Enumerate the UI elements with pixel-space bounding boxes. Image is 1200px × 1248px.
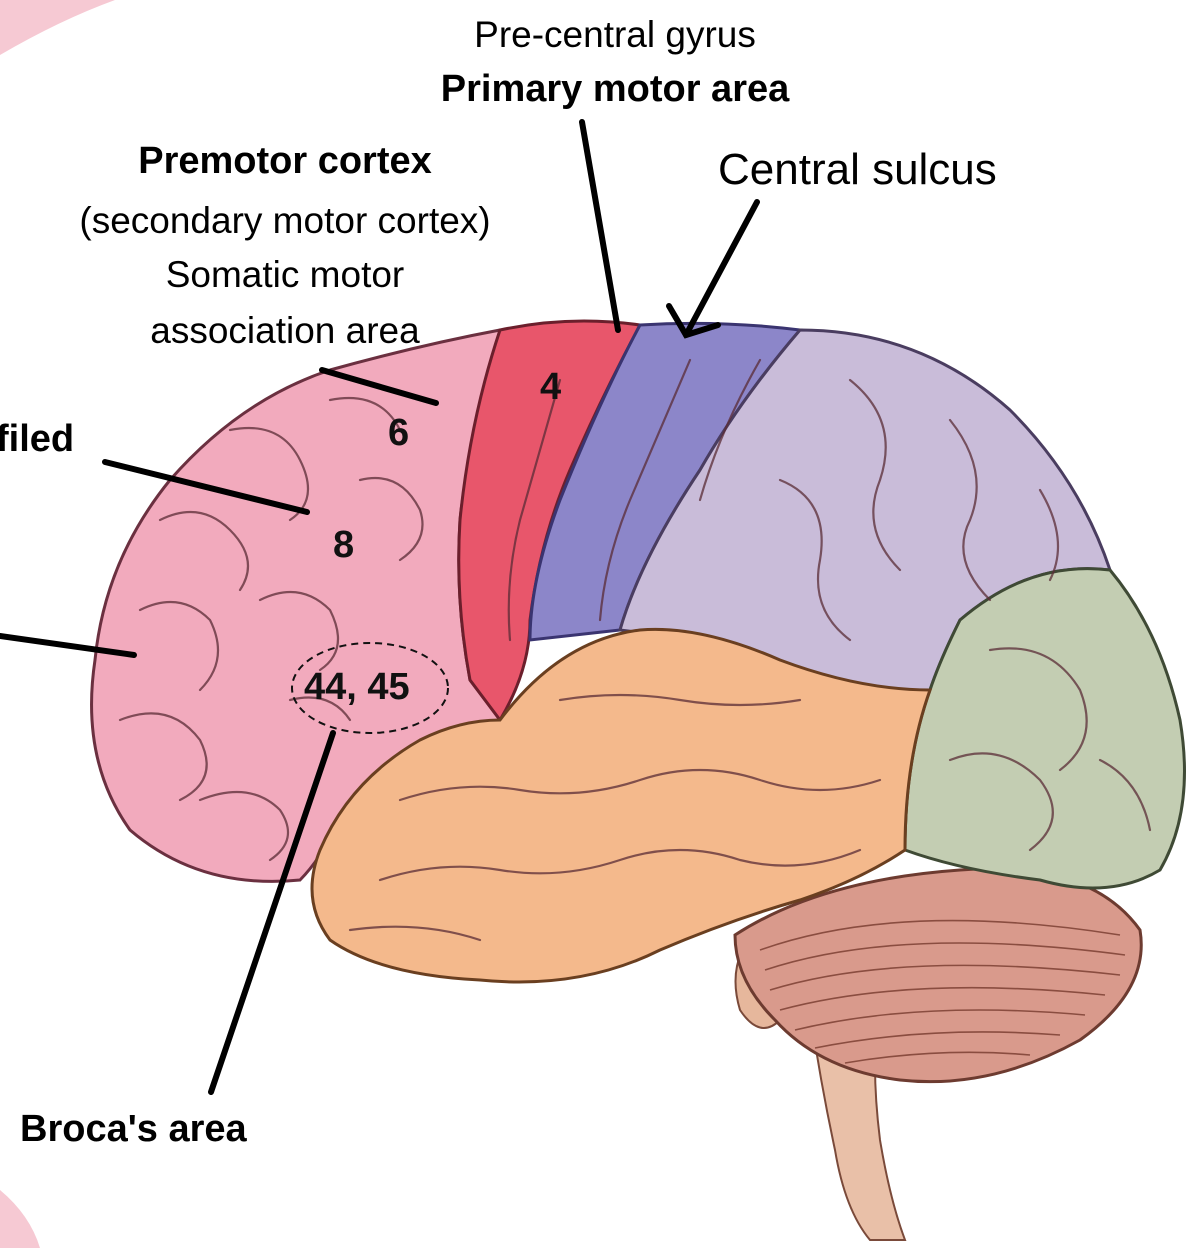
area-8-number: 8 bbox=[333, 524, 354, 567]
corner-decoration-bottom bbox=[0, 1190, 40, 1248]
area-6-number: 6 bbox=[388, 412, 409, 455]
central-sulcus-arrow bbox=[669, 202, 757, 335]
premotor-cortex-label: Premotor cortex bbox=[40, 140, 530, 183]
central-sulcus-label: Central sulcus bbox=[718, 145, 997, 195]
brocas-area-label: Broca's area bbox=[20, 1108, 247, 1151]
precentral-gyrus-label: Pre-central gyrus bbox=[390, 14, 840, 56]
area-44-45-number: 44, 45 bbox=[304, 666, 410, 709]
primary-motor-pointer bbox=[582, 122, 618, 330]
primary-motor-area-label: Primary motor area bbox=[390, 68, 840, 111]
secondary-motor-cortex-label: (secondary motor cortex) bbox=[10, 200, 560, 242]
area-4-number: 4 bbox=[540, 366, 561, 409]
eye-field-label-fragment: filed bbox=[0, 418, 74, 461]
somatic-motor-label: Somatic motor bbox=[40, 254, 530, 296]
association-area-label: association area bbox=[40, 310, 530, 352]
corner-decoration-top bbox=[0, 0, 115, 55]
